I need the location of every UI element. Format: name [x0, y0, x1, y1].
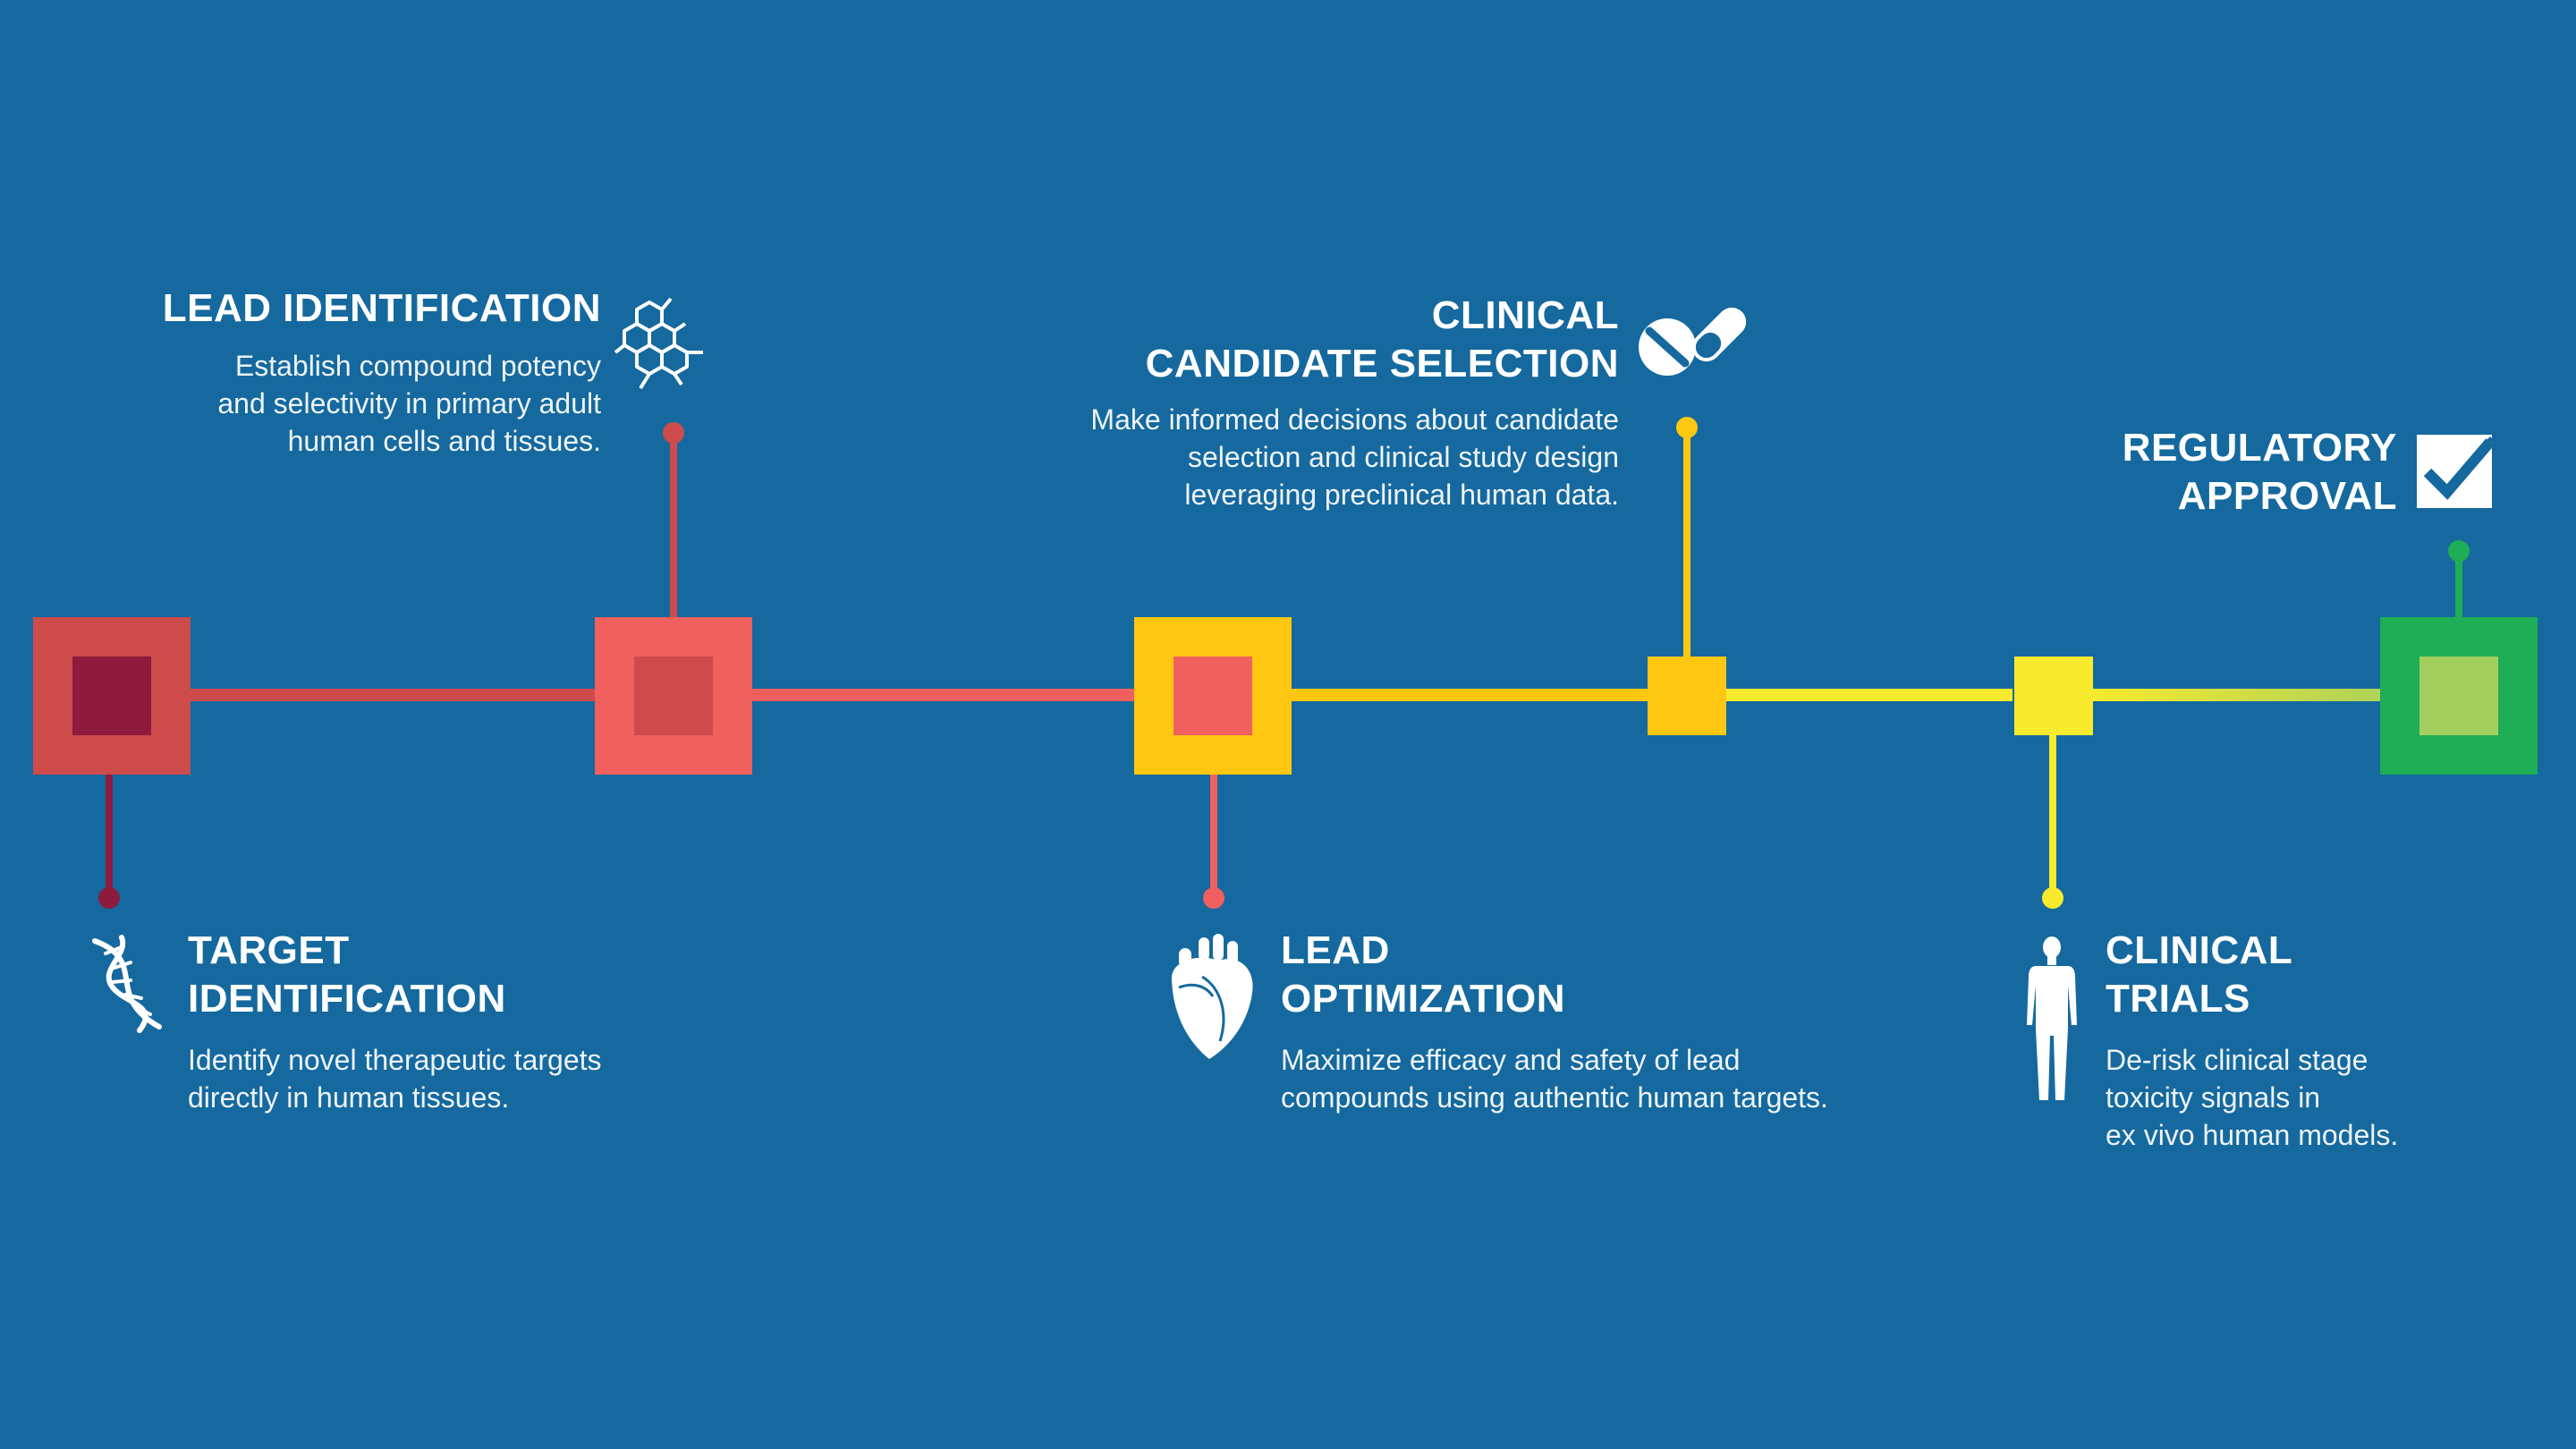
stage-title-clinical-candidate: CLINICAL CANDIDATE SELECTION: [1145, 293, 1619, 386]
connector-dot-lead-identification: [663, 422, 684, 444]
connector-dot-clinical-candidate: [1676, 417, 1698, 438]
heart-icon: [1171, 934, 1253, 1059]
node-lead-optimization: [1134, 617, 1292, 775]
stage-clinical-trials: CLINICAL TRIALS De-risk clinical stage t…: [2106, 927, 2535, 1154]
molecule-icon: [614, 297, 703, 390]
connector-clinical-trials: [2049, 733, 2056, 898]
stage-lead-optimization: LEAD OPTIMIZATION Maximize efficacy and …: [1281, 927, 1907, 1116]
stage-title-regulatory: REGULATORY APPROVAL: [2122, 426, 2397, 518]
stage-desc-lead-identification: Establish compound potency and selectivi…: [217, 350, 601, 457]
node-clinical-candidate: [1648, 657, 1726, 735]
stage-lead-identification: LEAD IDENTIFICATION Establish compound p…: [0, 284, 601, 460]
stage-clinical-candidate: CLINICAL CANDIDATE SELECTION Make inform…: [939, 292, 1619, 513]
connector-lead-optimization: [1210, 733, 1217, 898]
connector-target: [106, 732, 113, 898]
connector-dot-regulatory: [2448, 540, 2470, 562]
connector-regulatory: [2455, 551, 2462, 619]
timeline-segment-2: [751, 689, 1136, 701]
stage-desc-clinical-trials: De-risk clinical stage toxicity signals …: [2106, 1044, 2399, 1151]
connector-clinical-candidate: [1683, 428, 1690, 658]
stage-target: TARGET IDENTIFICATION Identify novel the…: [188, 927, 742, 1116]
timeline-segment-3: [1292, 689, 1649, 701]
node-target: [33, 617, 191, 775]
node-lead-identification: [595, 617, 752, 775]
human-body-icon: [2027, 936, 2077, 1100]
connector-dot-clinical-trials: [2042, 887, 2063, 909]
stage-title-lead-optimization: LEAD OPTIMIZATION: [1281, 928, 1566, 1021]
timeline-segment-4: [1724, 689, 2012, 701]
checkbox-icon: [2417, 435, 2495, 508]
connector-dot-lead-optimization: [1203, 887, 1224, 909]
stage-title-target: TARGET IDENTIFICATION: [188, 928, 506, 1021]
timeline-segment-1: [188, 689, 646, 701]
node-clinical-trials: [2014, 657, 2093, 735]
node-regulatory: [2380, 617, 2538, 775]
stage-regulatory: REGULATORY APPROVAL: [1950, 424, 2397, 521]
stage-desc-clinical-candidate: Make informed decisions about candidate …: [1090, 403, 1619, 511]
stage-title-lead-identification: LEAD IDENTIFICATION: [162, 286, 601, 330]
connector-lead-identification: [670, 433, 677, 658]
timeline-segment-5: [2091, 689, 2422, 701]
stage-title-clinical-trials: CLINICAL TRIALS: [2106, 928, 2293, 1021]
stage-desc-lead-optimization: Maximize efficacy and safety of lead com…: [1281, 1044, 1828, 1114]
connector-dot-target: [98, 887, 120, 909]
dna-icon: [92, 935, 162, 1033]
stage-desc-target: Identify novel therapeutic targets direc…: [188, 1044, 602, 1114]
pills-icon: [1639, 307, 1747, 376]
